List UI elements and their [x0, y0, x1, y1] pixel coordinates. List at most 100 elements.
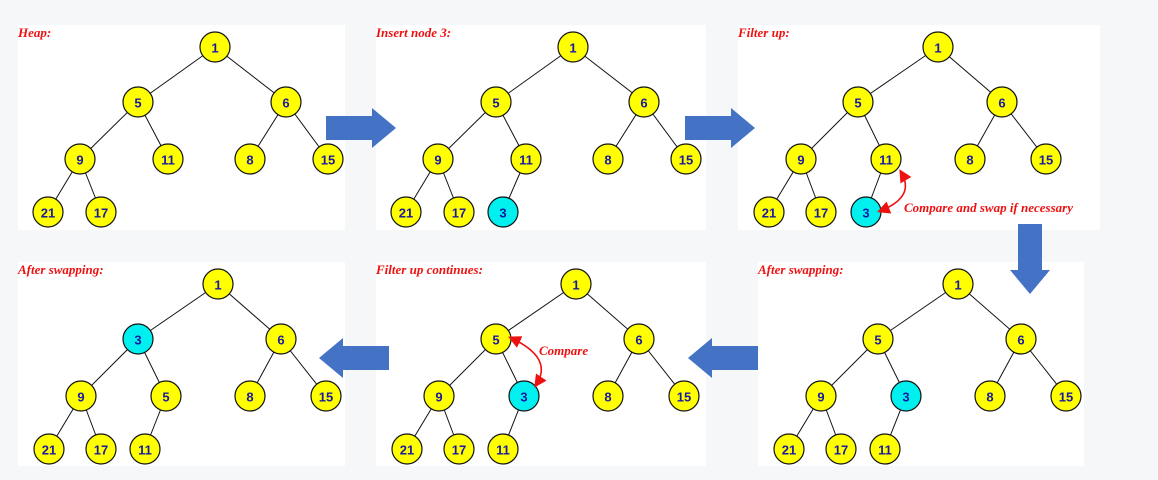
tree-edge	[877, 283, 959, 340]
inserted-node: 3	[850, 196, 882, 228]
heap-node: 21	[33, 433, 65, 465]
node-value: 1	[572, 278, 579, 293]
node-value: 17	[94, 443, 108, 458]
node-value: 15	[321, 153, 335, 168]
node-value: 17	[452, 206, 466, 221]
node-value: 6	[640, 96, 647, 111]
node-value: 8	[246, 390, 253, 405]
node-value: 1	[211, 41, 218, 56]
heap-node: 17	[85, 196, 117, 228]
heap-node: 21	[753, 196, 785, 228]
node-value: 21	[42, 443, 56, 458]
down-arrow-icon	[1010, 224, 1050, 294]
left-arrow-icon	[319, 338, 389, 378]
node-value: 9	[797, 153, 804, 168]
heap-node: 1	[557, 31, 589, 63]
node-value: 9	[76, 153, 83, 168]
inserted-node: 3	[890, 380, 922, 412]
node-value: 5	[492, 96, 499, 111]
heap-node: 8	[234, 143, 266, 175]
heap-node: 15	[668, 380, 700, 412]
node-value: 11	[878, 443, 892, 458]
heap-node: 11	[129, 433, 161, 465]
heap-node: 21	[391, 433, 423, 465]
inserted-node: 3	[487, 196, 519, 228]
left-arrow-icon	[688, 338, 758, 378]
panel-title: Filter up continues:	[376, 262, 483, 277]
heap-node: 9	[423, 380, 455, 412]
node-value: 8	[604, 153, 611, 168]
heap-node: 6	[1005, 323, 1037, 355]
inserted-node: 3	[122, 323, 154, 355]
node-value: 3	[862, 206, 869, 221]
tree-edge	[495, 283, 577, 340]
heap-node: 15	[1030, 143, 1062, 175]
heap-node: 9	[805, 380, 837, 412]
heap-node: 15	[1050, 380, 1082, 412]
heap-node: 6	[628, 86, 660, 118]
heap-node: 9	[785, 143, 817, 175]
node-value: 21	[762, 206, 776, 221]
node-value: 9	[434, 153, 441, 168]
node-value: 9	[77, 390, 84, 405]
node-value: 11	[496, 443, 510, 458]
heap-node: 5	[842, 86, 874, 118]
heap-node: 5	[862, 323, 894, 355]
node-value: 17	[452, 443, 466, 458]
node-value: 8	[986, 390, 993, 405]
heap-node: 1	[942, 268, 974, 300]
heap-node: 5	[150, 380, 182, 412]
node-value: 8	[246, 153, 253, 168]
heap-node: 17	[443, 433, 475, 465]
heap-node: 9	[64, 143, 96, 175]
tree-edge	[137, 46, 216, 103]
heap-node: 5	[480, 86, 512, 118]
node-value: 21	[399, 206, 413, 221]
node-value: 9	[435, 390, 442, 405]
right-arrow-icon	[326, 108, 396, 148]
node-value: 17	[94, 206, 108, 221]
heap-node: 11	[870, 143, 902, 175]
node-value: 5	[162, 390, 169, 405]
node-value: 21	[782, 443, 796, 458]
node-value: 11	[138, 443, 152, 458]
heap-node: 6	[986, 86, 1018, 118]
node-value: 5	[134, 96, 141, 111]
node-value: 1	[214, 278, 221, 293]
node-value: 6	[1017, 333, 1024, 348]
panel-title: Heap:	[18, 25, 52, 40]
compare-note: Compare and swap if necessary	[904, 200, 1073, 215]
node-value: 8	[966, 153, 973, 168]
node-value: 6	[635, 333, 642, 348]
heap-node: 15	[310, 380, 342, 412]
node-value: 15	[319, 390, 333, 405]
heap-node: 21	[773, 433, 805, 465]
compare-arrow	[508, 336, 547, 388]
heap-node: 17	[825, 433, 857, 465]
node-value: 11	[519, 153, 533, 168]
node-value: 3	[134, 333, 141, 348]
node-value: 15	[1059, 390, 1073, 405]
node-value: 21	[400, 443, 414, 458]
tree-edge	[857, 46, 939, 103]
heap-node: 21	[32, 196, 64, 228]
panel-title: After swapping:	[18, 262, 104, 277]
heap-node: 17	[443, 196, 475, 228]
node-value: 1	[954, 278, 961, 293]
heap-node: 11	[510, 143, 542, 175]
compare-arrow	[877, 169, 912, 214]
node-value: 9	[817, 390, 824, 405]
right-arrow-icon	[685, 108, 755, 148]
node-value: 1	[934, 41, 941, 56]
